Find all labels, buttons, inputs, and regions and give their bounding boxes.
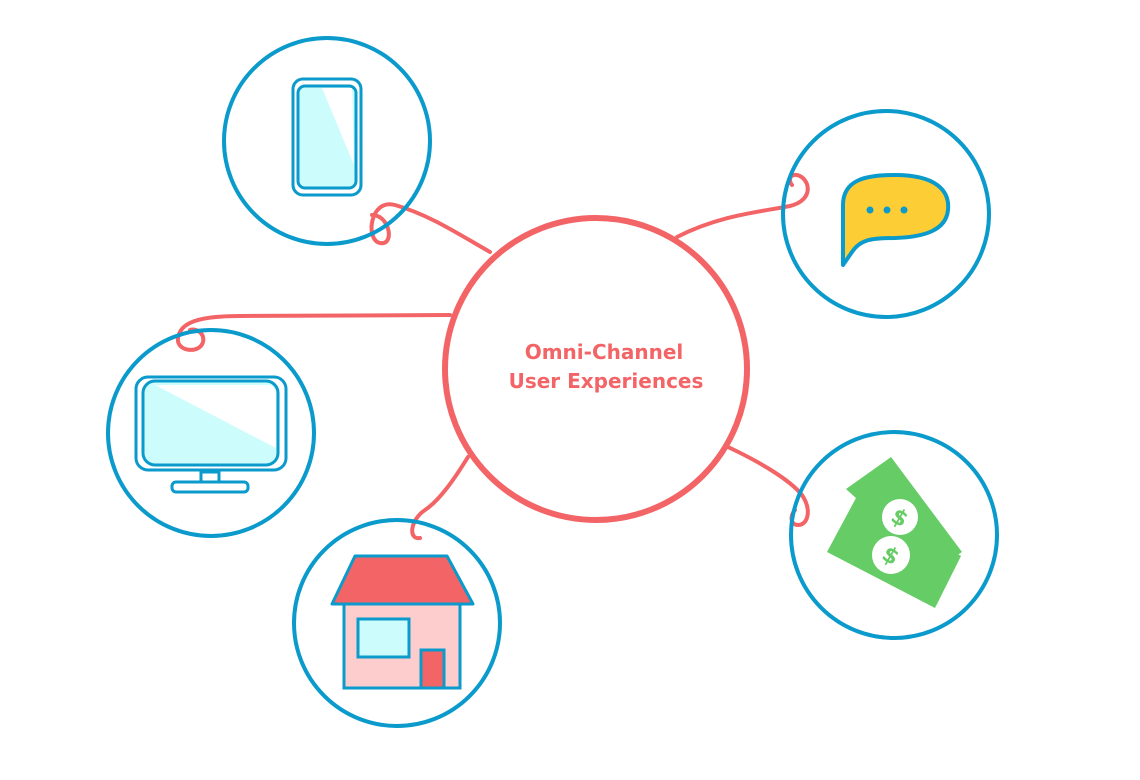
desktop-monitor-icon — [134, 375, 288, 494]
connector-money — [726, 445, 810, 528]
channel-phone — [222, 36, 432, 246]
center-node: Omni-Channel User Experiences — [442, 215, 750, 523]
connector-phone — [369, 202, 492, 254]
smartphone-icon — [291, 77, 363, 197]
channel-payment: $ $ — [789, 430, 999, 640]
channel-desktop — [106, 328, 316, 538]
connector-house — [410, 455, 470, 541]
chat-bubble-icon — [841, 173, 951, 267]
channel-home — [292, 518, 502, 728]
money-icon: $ $ — [827, 457, 962, 608]
channel-chat — [781, 109, 991, 319]
connector-tv — [176, 313, 452, 352]
center-title-line1: Omni-Channel — [525, 340, 684, 364]
house-icon — [330, 554, 475, 690]
center-title-line2: User Experiences — [509, 369, 704, 393]
